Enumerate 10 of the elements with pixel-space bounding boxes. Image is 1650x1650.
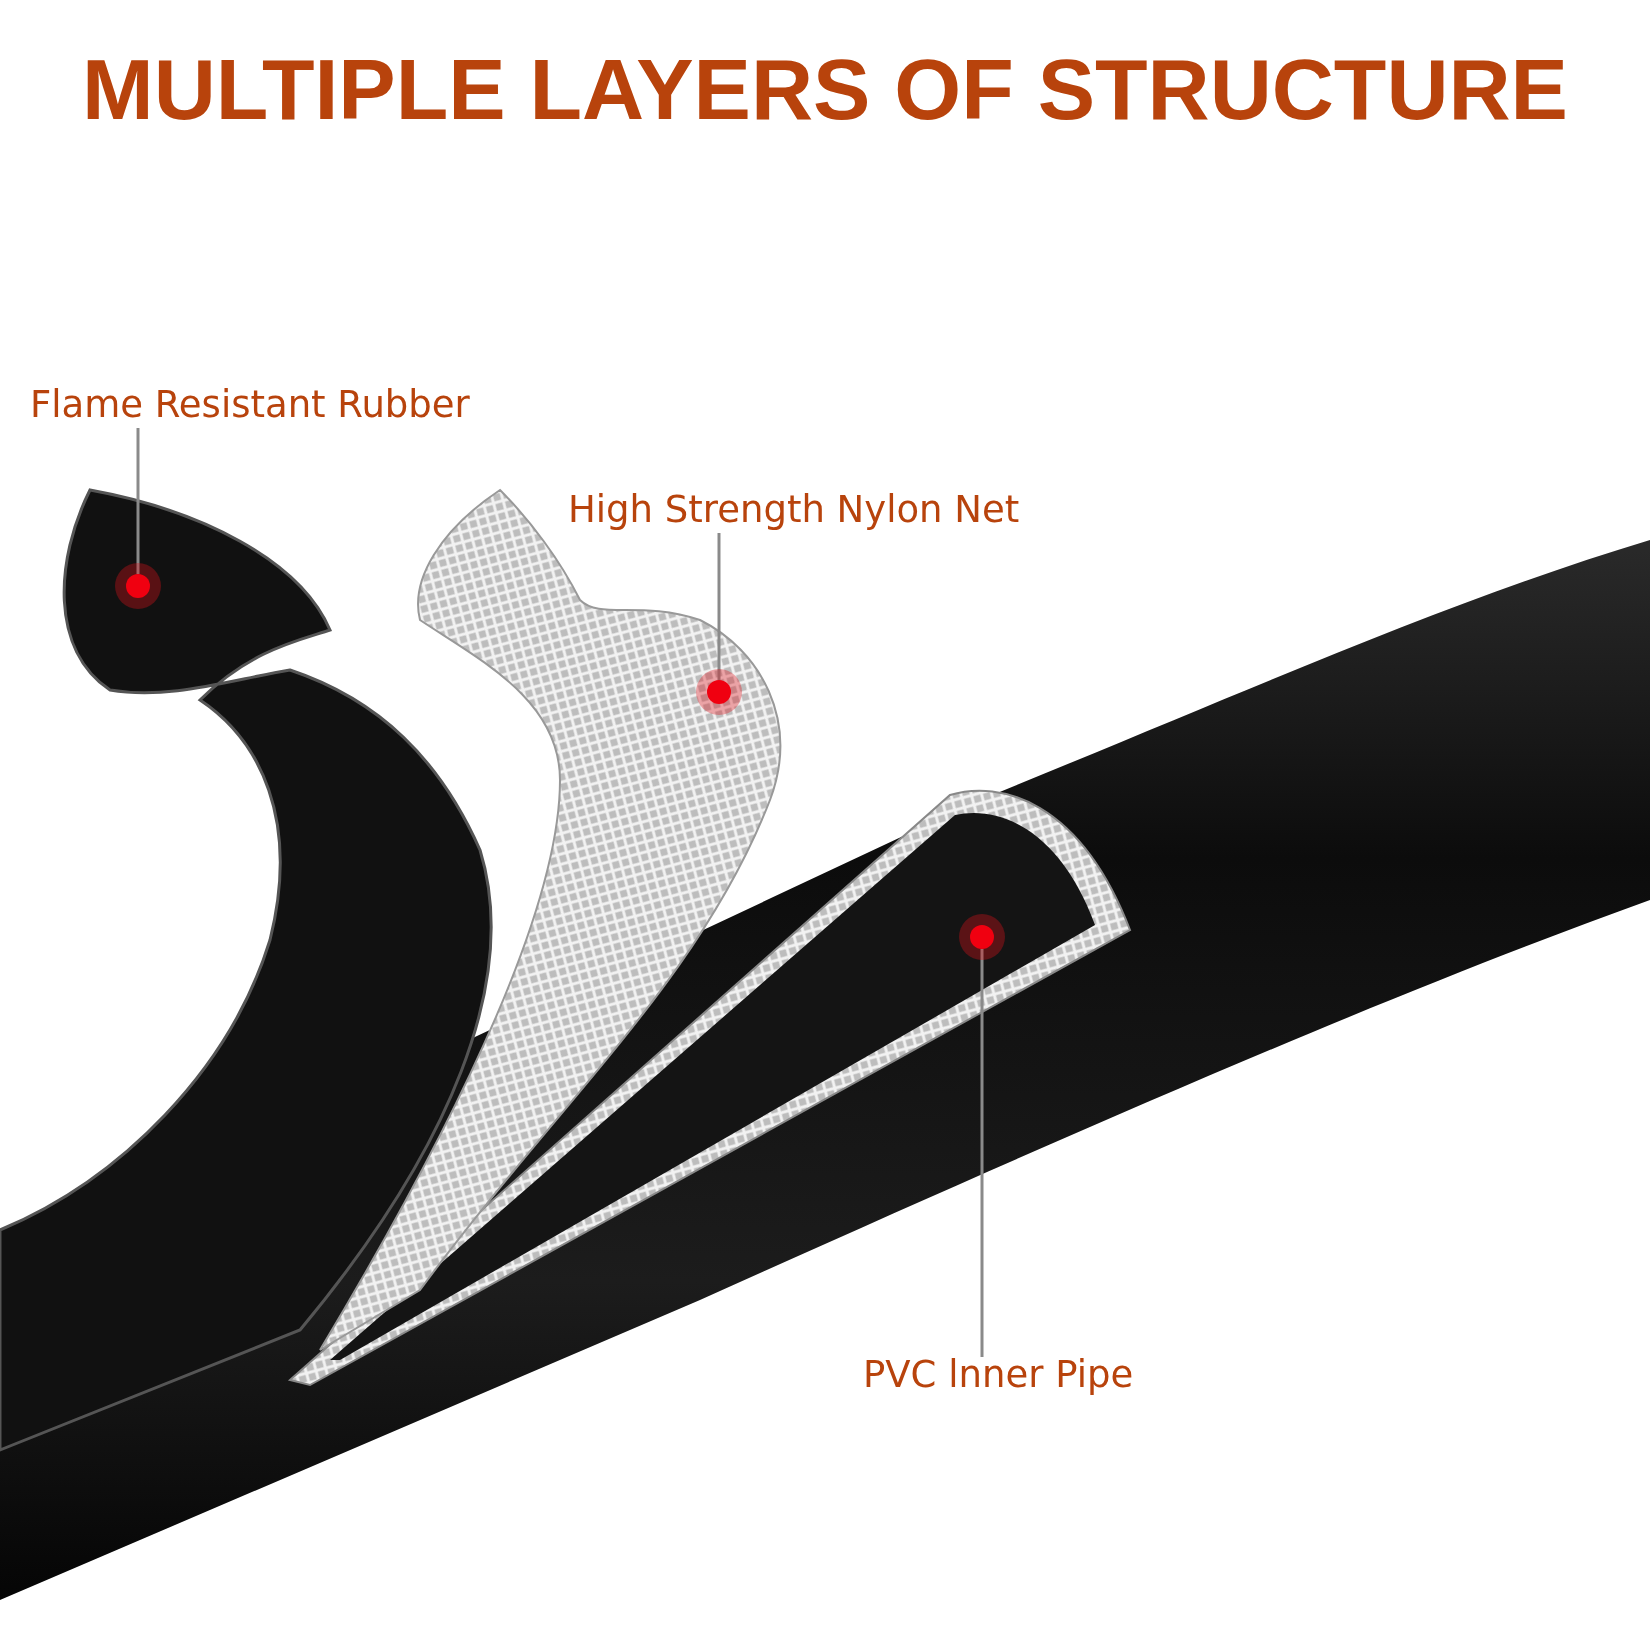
marker-dot xyxy=(695,668,743,716)
part-label: Flame Resistant Rubber xyxy=(30,383,470,426)
leader-line xyxy=(980,949,984,1357)
leader-line xyxy=(136,428,140,574)
marker-dot xyxy=(958,913,1006,961)
part-label: High Strength Nylon Net xyxy=(568,488,1020,531)
leader-line xyxy=(717,533,721,680)
title: MULTIPLE LAYERS OF STRUCTURE xyxy=(81,40,1569,139)
marker-dot xyxy=(114,562,162,610)
part-label: PVC lnner Pipe xyxy=(863,1353,1134,1396)
